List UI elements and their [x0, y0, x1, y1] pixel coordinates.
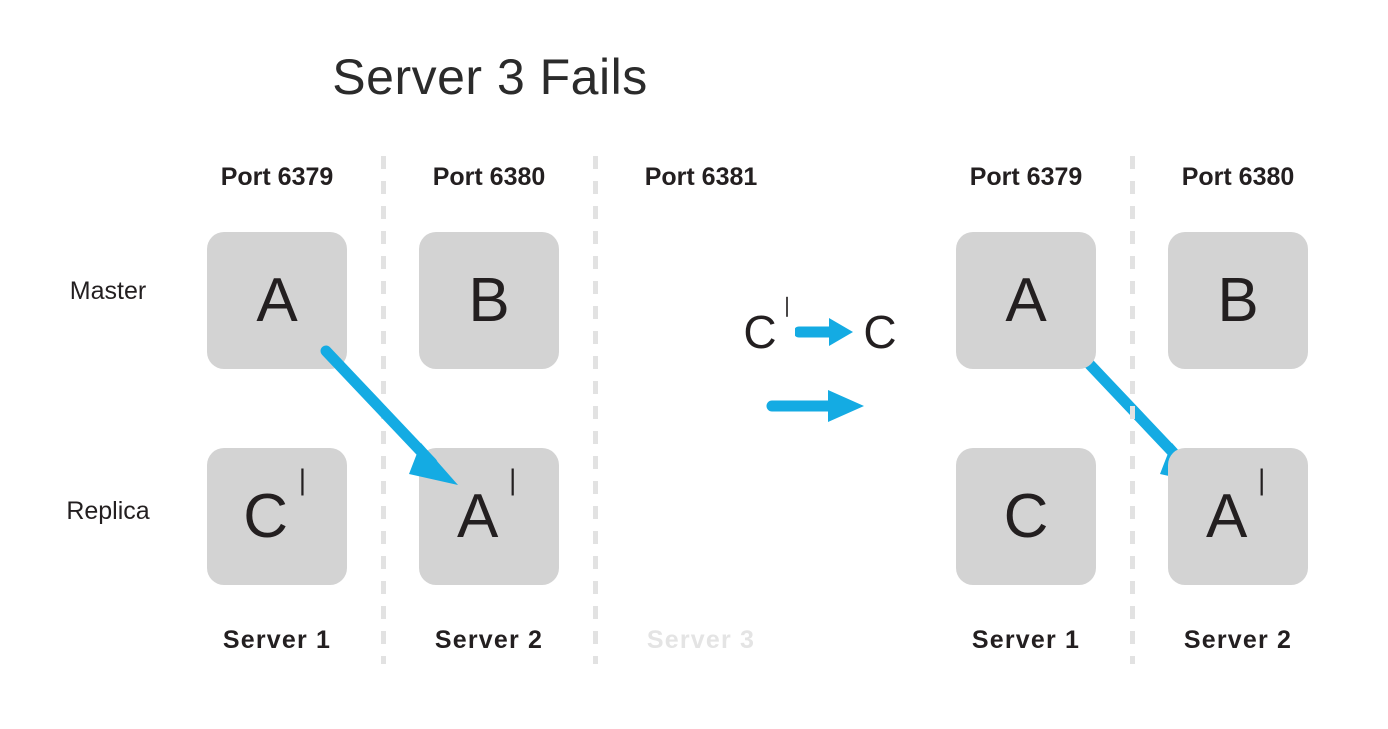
prime-mark: ❘	[501, 464, 524, 495]
prime-mark: ❘	[291, 464, 314, 495]
node-glyph: A❘	[457, 464, 524, 551]
column-divider	[1130, 156, 1135, 664]
server-label-left-1: Server 1	[222, 626, 332, 654]
server-label-right-1: Server 1	[971, 626, 1081, 654]
server-label-left-2: Server 2	[434, 626, 544, 654]
port-label-left-1: Port 6379	[220, 163, 334, 191]
node-glyph: A	[1005, 265, 1047, 335]
prime-mark: ❘	[1250, 464, 1273, 495]
column-divider	[593, 156, 598, 664]
node-right-2-replica[interactable]: A❘	[1168, 448, 1308, 585]
prime-mark: ❘	[778, 294, 796, 317]
port-label-right-2: Port 6380	[1181, 163, 1295, 191]
node-glyph: C❘	[243, 464, 314, 551]
center-annotation: C❘ C	[730, 294, 910, 360]
annotation-from: C❘	[743, 294, 796, 358]
node-glyph: B	[1217, 265, 1259, 335]
node-left-2-replica[interactable]: A❘	[419, 448, 559, 585]
node-left-1-master[interactable]: A	[207, 232, 347, 369]
port-label-left-3: Port 6381	[644, 163, 758, 191]
node-glyph: C	[1003, 481, 1049, 551]
port-label-right-1: Port 6379	[969, 163, 1083, 191]
port-label-left-2: Port 6380	[432, 163, 546, 191]
row-label-replica: Replica	[66, 497, 150, 525]
column-divider	[381, 156, 386, 664]
page-title: Server 3 Fails	[332, 49, 648, 105]
node-right-1-master[interactable]: A	[956, 232, 1096, 369]
annotation-to: C	[863, 306, 897, 358]
node-right-1-replica[interactable]: C	[956, 448, 1096, 585]
node-glyph: A	[256, 265, 298, 335]
node-glyph: A❘	[1206, 464, 1273, 551]
node-left-1-replica[interactable]: C❘	[207, 448, 347, 585]
server-label-right-2: Server 2	[1183, 626, 1293, 654]
center-second-arrow-icon	[766, 390, 864, 422]
node-left-2-master[interactable]: B	[419, 232, 559, 369]
node-glyph: B	[468, 265, 510, 335]
node-right-2-master[interactable]: B	[1168, 232, 1308, 369]
row-label-master: Master	[69, 277, 147, 305]
right-arrow-icon	[795, 318, 854, 346]
server-label-left-3: Server 3	[646, 626, 756, 654]
